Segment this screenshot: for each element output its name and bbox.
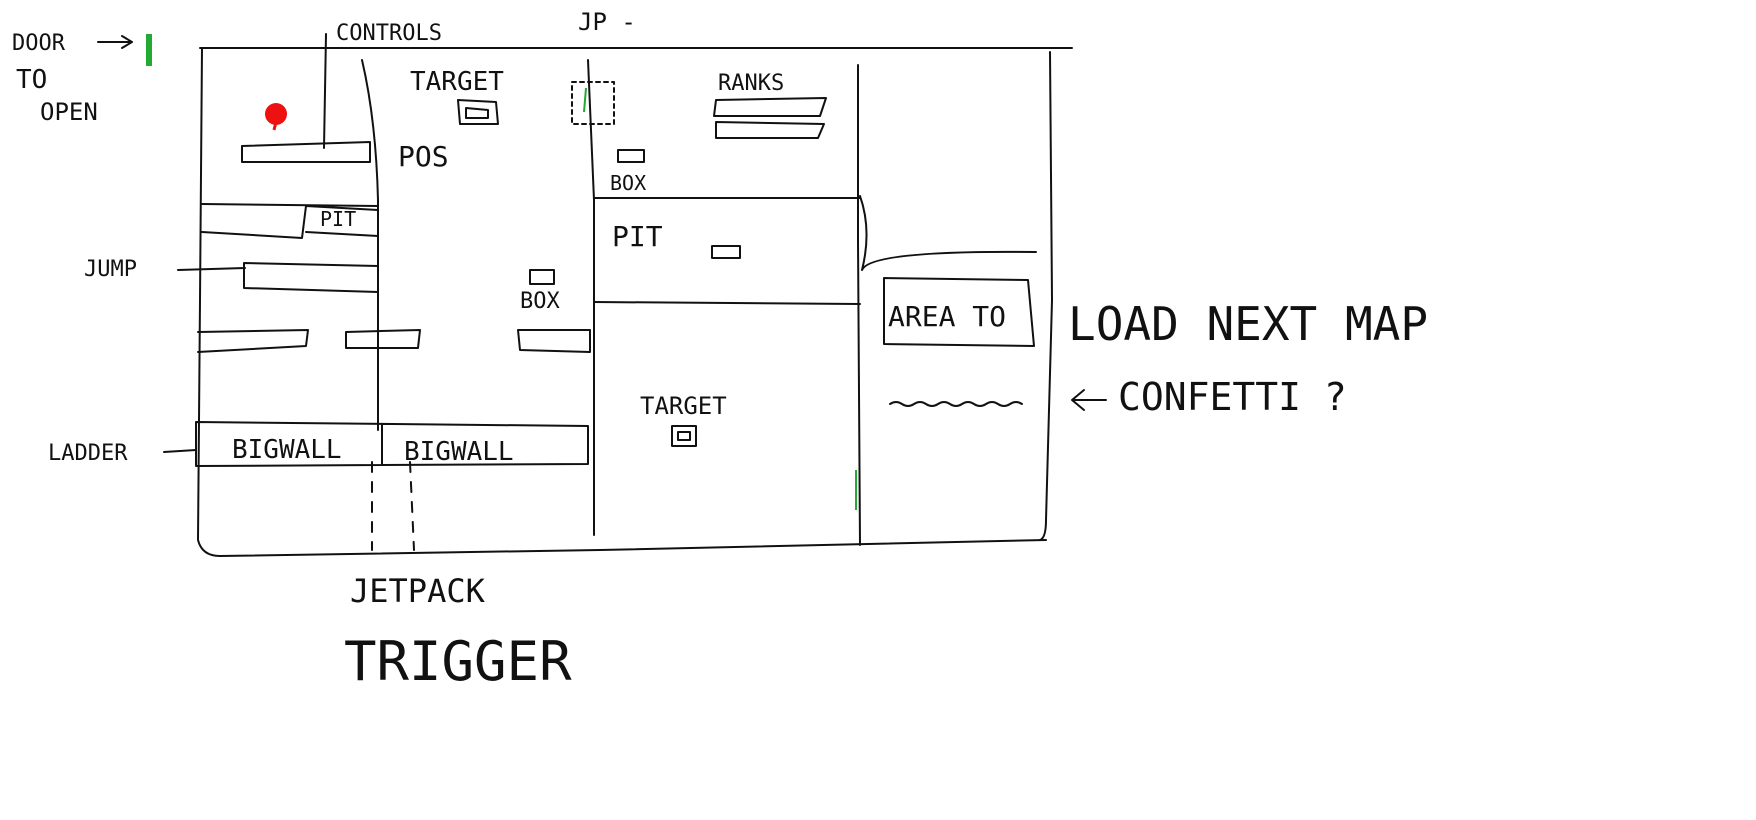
controls-pointer <box>323 33 327 149</box>
pit-box <box>201 205 379 239</box>
target-top-marker <box>457 99 499 125</box>
label-jump: JUMP <box>84 257 137 282</box>
label-confetti: CONFETTI ? <box>1118 375 1347 419</box>
divider-2 <box>587 59 595 536</box>
divider-3 <box>857 64 861 546</box>
jump-pointer <box>177 267 246 271</box>
label-box-mid: BOX <box>520 289 560 314</box>
confetti-squiggle <box>889 401 1023 407</box>
box-top-outline <box>617 149 645 163</box>
label-area: AREA TO <box>888 300 1006 333</box>
area-to-load-box <box>883 277 1035 347</box>
label-pit-left: PIT <box>320 207 356 231</box>
door-marker-top <box>583 87 587 113</box>
ranks-board <box>713 97 827 139</box>
ladder-pointer <box>163 449 197 453</box>
label-pos: POS <box>398 140 449 173</box>
spawn-pin-stem <box>272 121 278 131</box>
label-jetpack: JETPACK <box>350 572 486 610</box>
box-mid-outline <box>529 269 555 285</box>
label-ladder: LADDER <box>48 441 128 466</box>
label-jp: JP - <box>578 8 636 36</box>
label-trigger: TRIGGER <box>344 630 572 693</box>
label-target-low: TARGET <box>640 392 727 420</box>
label-door: DOOR <box>12 31 66 56</box>
map-left-wall <box>197 47 221 557</box>
map-right-wall <box>1039 51 1053 541</box>
target-low-marker <box>671 425 697 447</box>
pit-mid-box <box>711 245 741 259</box>
confetti-arrow <box>1071 389 1107 411</box>
label-to: TO <box>16 65 47 95</box>
pit-mid-area <box>593 197 861 305</box>
label-ranks: RANKS <box>718 71 784 96</box>
controls-platform <box>241 141 371 163</box>
door-dotted-frame <box>571 81 615 125</box>
door-arrow <box>97 35 133 49</box>
label-pit-mid: PIT <box>612 220 663 253</box>
label-open: OPEN <box>40 98 98 126</box>
label-bigwall-2: BIGWALL <box>404 437 514 467</box>
stepping-platforms <box>197 329 591 353</box>
pit-ledge-top <box>201 203 379 207</box>
door-icon <box>146 34 152 66</box>
label-controls: CONTROLS <box>336 21 442 46</box>
label-load-next-map: LOAD NEXT MAP <box>1068 297 1428 351</box>
jump-platform <box>243 262 379 293</box>
divider-1 <box>361 59 379 431</box>
jetpack-trigger-line-2 <box>409 461 415 551</box>
bigwall-block <box>195 421 589 467</box>
label-target-top: TARGET <box>410 67 504 97</box>
label-box-top: BOX <box>610 171 646 195</box>
spawn-pin-icon <box>265 103 287 125</box>
map-bottom-wall <box>219 539 1047 557</box>
sector-d-divider <box>859 195 1037 271</box>
label-bigwall-1: BIGWALL <box>232 435 342 465</box>
